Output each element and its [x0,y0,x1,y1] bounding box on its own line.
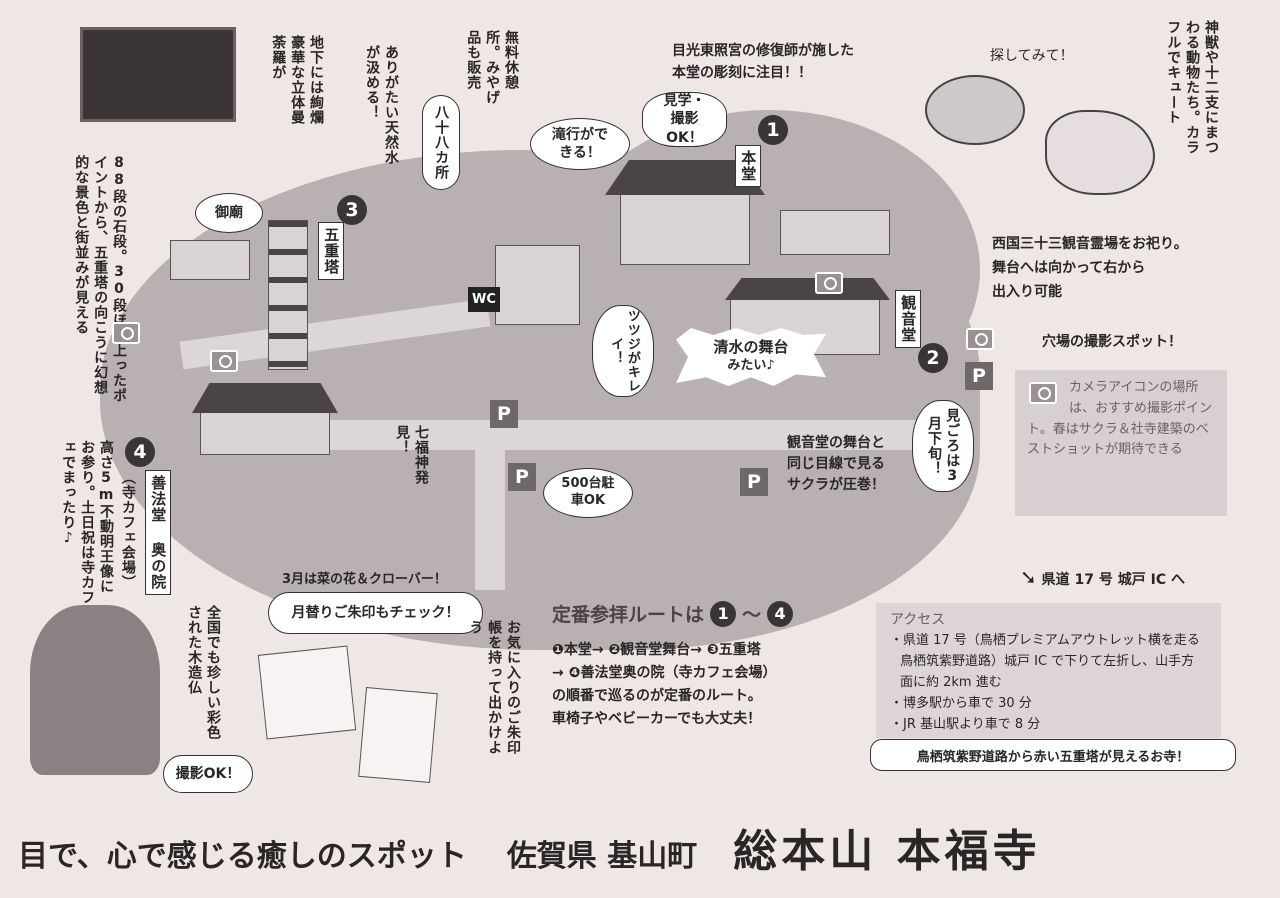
sakura-note-line: サクラが圧巻！ [787,477,885,493]
spot-4-marker[interactable]: 4 [125,437,155,467]
rest-note: 無料休憩所。みやげ品も販売 [465,30,519,105]
mausoleum-illustration [170,240,250,280]
kannon-note-line: 出入り可能 [992,283,1062,300]
goshuin-book-illustration [358,687,438,783]
steps-note: 88段の石段。30段ほど上ったポイントから、五重塔の向こうに幻想的な景色と街並み… [73,155,127,403]
camera-icon [112,322,140,344]
animals-note: 神獣や十二支にまつわる動物たち。カラフルでキュート [1165,20,1219,155]
parking-marker: P [965,362,993,390]
access-item: ・博多駅から車で 30 分 [890,695,1032,711]
zenpodo-illustration [200,410,330,455]
march-note: 3月は菜の花＆クローバー！ [282,572,447,587]
spot-1-marker[interactable]: 1 [758,115,788,145]
road [475,440,505,590]
mandala-note: 地下には絢爛豪華な立体曼荼羅が [270,35,324,125]
kannon-note-line: 西国三十三観音霊場をお祀り。 [992,236,1188,252]
route-line: → ❹善法堂奥の院（寺カフェ会場） [552,665,777,682]
footer-title: 目で、心で感じる癒しのスポット 佐賀県 基山町 総本山 本福寺 [18,815,1258,879]
dragon-illustration [1045,110,1155,195]
sakura-note-line: 観音堂の舞台と [787,435,885,451]
parking-marker: P [740,468,768,496]
spot-1-label[interactable]: 本堂 [735,145,762,187]
route-separator: ～ [742,604,762,626]
access-callout: 鳥栖筑紫野道路から赤い五重塔が見えるお寺！ [870,739,1236,771]
camera-tip-box: カメラアイコンの場所は、おすすめ撮影ポイント。春はサクラ＆社寺建築のベストショッ… [1015,370,1227,516]
waterfall-bubble: 滝行ができる！ [530,118,630,170]
access-box: アクセス ・県道 17 号（鳥栖プレミアムアウトレット横を走る鳥栖筑紫野道路）城… [876,603,1221,738]
spot-3-label[interactable]: 五重塔 [318,222,345,280]
mausoleum-bubble: 御廟 [195,193,263,233]
search-note: 探してみて！ [990,48,1074,64]
bloom-bubble: 見ごろは3月下旬！ [912,400,974,492]
route-end-marker: 4 [767,600,794,627]
parking-marker: P [490,400,518,428]
spot-3-marker[interactable]: 3 [337,195,367,225]
highway-note: ➘ 県道 17 号 城戸 IC へ [1020,565,1185,589]
road [330,420,970,450]
rare-note: 全国でも珍しい彩色された木造仏 [186,605,221,740]
wc-marker: WC [468,287,500,312]
water-note: ありがたい天然水が汲める！ [364,45,399,165]
route-start-marker: 1 [710,600,737,627]
spot-4-label[interactable]: 善法堂 奥の院 [145,470,172,595]
access-title: アクセス [890,612,946,628]
goshuin-book-illustration [257,645,357,740]
fudo-note: 高さ5m不動明王像にお参り。土日祝は寺カフェでまったり♪ [60,440,114,605]
carving-note: 目光東照宮の修復師が施した 本堂の彫刻に注目！！ [672,40,854,85]
azalea-bubble: ツツジがキレイ！ [592,305,654,397]
sakura-note: 観音堂の舞台と 同じ目線で見る サクラが圧巻！ [787,433,885,496]
kiyomizu-line: みたい♪ [727,357,775,373]
kannon-note: 西国三十三観音霊場をお祀り。 舞台へは向かって右から 出入り可能 [992,233,1188,304]
creature-illustration [925,75,1025,145]
hachiju-bubble: 八十八カ所 [422,95,460,190]
mandala-photo [80,27,236,122]
arrow-icon: ➘ [1020,565,1037,589]
camera-icon [210,350,238,372]
parking-bubble: 500台駐車OK [543,468,633,518]
route-line: 車椅子やベビーカーでも大丈夫！ [552,711,762,728]
kannon-note-line: 舞台へは向かって右から [992,259,1146,276]
spot-2-marker[interactable]: 2 [918,343,948,373]
access-item: ・県道 17 号（鳥栖プレミアムアウトレット横を走る鳥栖筑紫野道路）城戸 IC … [890,633,1200,690]
camera-icon [1029,382,1057,404]
carving-note-line: 本堂の彫刻に注目！！ [672,65,812,82]
route-description: ❶本堂→ ❷観音堂舞台→ ❸五重塔 → ❹善法堂奥の院（寺カフェ会場） の順番で… [552,639,852,731]
route-box: 定番参拝ルートは 1 ～ 4 ❶本堂→ ❷観音堂舞台→ ❸五重塔 → ❹善法堂奥… [552,600,852,731]
pagoda-illustration [268,220,308,370]
building-illustration [780,210,890,255]
zenpodo-roof [192,383,338,413]
kiyomizu-line: 清水の舞台 [713,338,789,356]
rest-house-illustration [495,245,580,325]
kannon-hall-roof [725,278,890,300]
place-name: 佐賀県 基山町 [506,839,698,874]
camera-icon [966,328,994,350]
visit-ok-bubble: 見学・撮影OK！ [642,92,727,147]
shichifuku-note: 七福神発見！ [394,425,429,485]
route-line: の順番で巡るのが定番のルート。 [552,688,762,705]
tagline: 目で、心で感じる癒しのスポット [18,839,467,874]
photo-ok-bubble: 撮影OK！ [163,755,253,793]
carving-note-line: 目光東照宮の修復師が施した [672,43,854,59]
sakura-note-line: 同じ目線で見る [787,456,885,472]
parking-marker: P [508,463,536,491]
hidden-spot-note: 穴場の撮影スポット！ [1042,334,1182,350]
goshuin-bubble: 月替りご朱印もチェック！ [268,592,483,634]
route-title-text: 定番参拝ルートは [552,604,705,626]
bring-note: お気に入りのご朱印帳を持って出かけよう [467,620,521,755]
temple-name: 総本山 本福寺 [733,826,1041,877]
highway-label: 県道 17 号 城戸 IC へ [1041,572,1185,588]
route-title: 定番参拝ルートは 1 ～ 4 [552,600,852,627]
buddha-statue-illustration [30,605,160,775]
access-item: ・JR 基山駅より車で 8 分 [890,716,1041,732]
spot-2-label[interactable]: 観音堂 [895,290,922,348]
camera-icon [815,272,843,294]
main-hall-illustration [620,190,750,265]
route-line: ❶本堂→ ❷観音堂舞台→ ❸五重塔 [552,642,761,658]
camera-tip-text: カメラアイコンの場所は、おすすめ撮影ポイント。春はサクラ＆社寺建築のベストショッ… [1027,380,1213,458]
cafe-note: （寺カフェ会場） [119,470,136,590]
